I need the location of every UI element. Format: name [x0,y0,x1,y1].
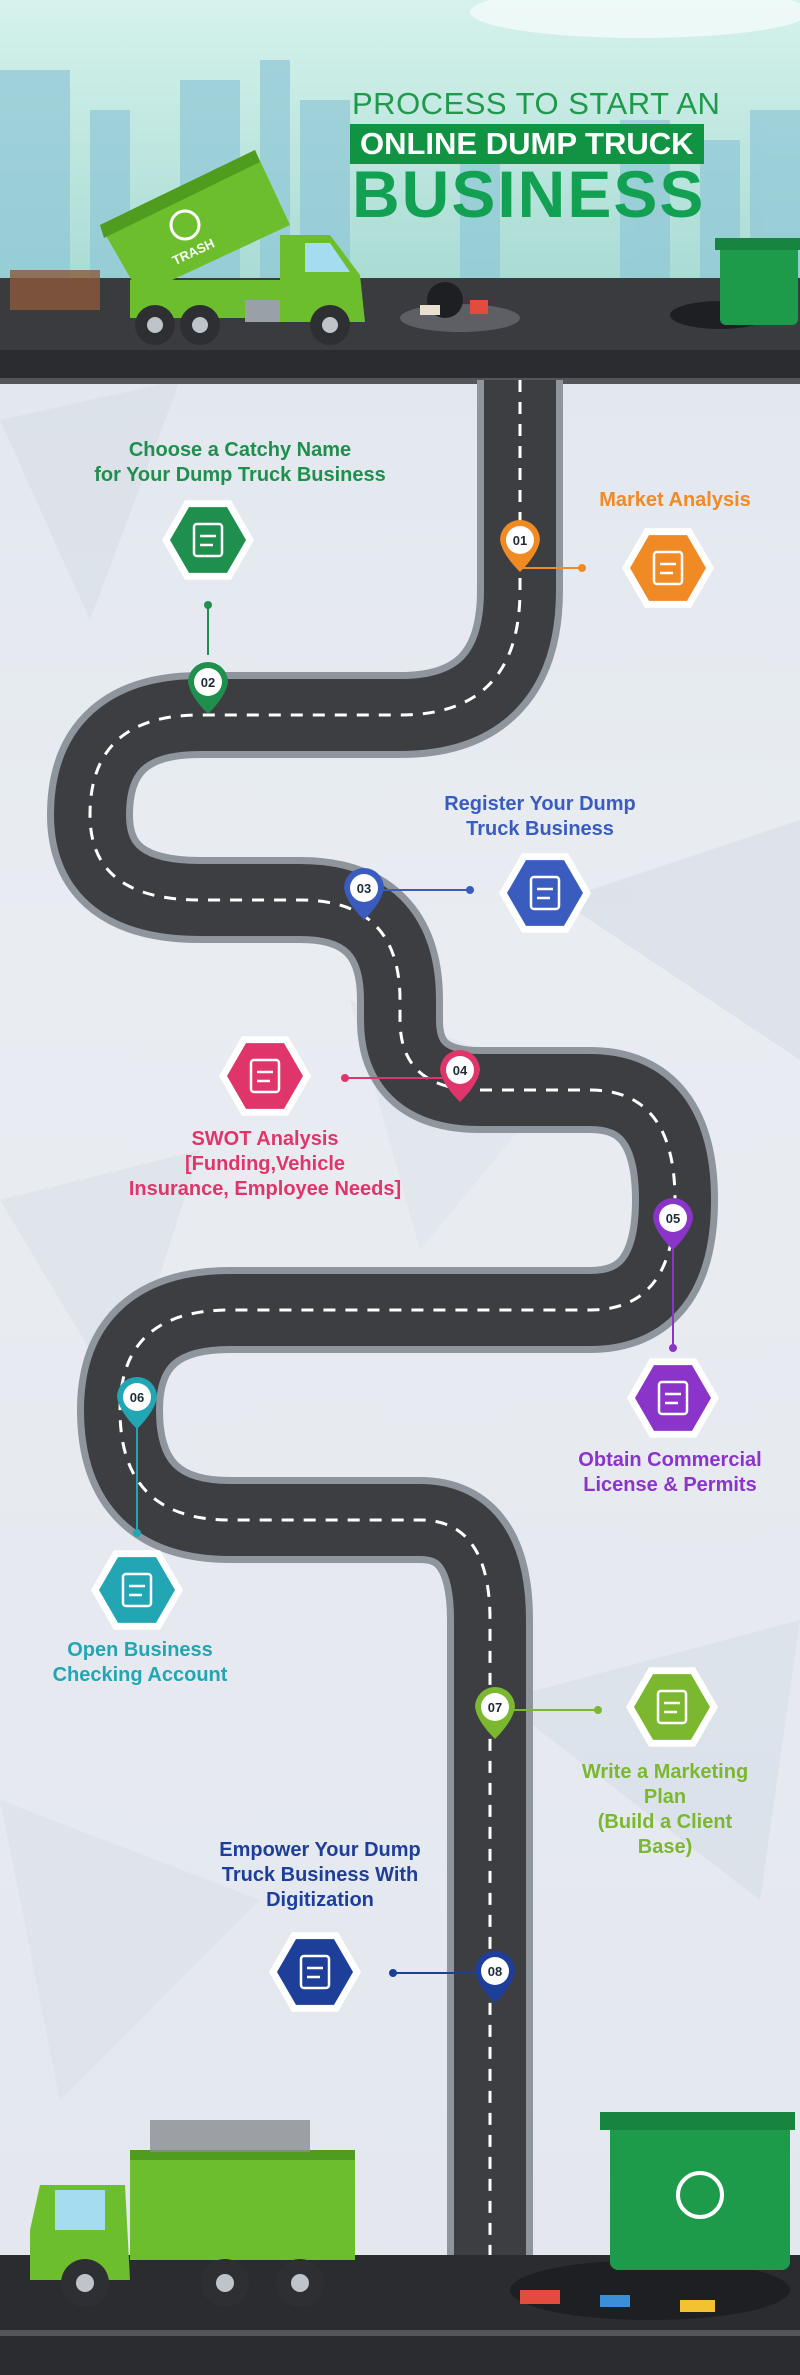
truck-cab [280,235,365,322]
step-3-label: Register Your Dump Truck Business [444,793,636,840]
dump-truck-bottom [30,2120,355,2307]
cloud [470,0,800,38]
clipboard-check-icon [499,853,591,933]
calculator-document-icon [91,1550,183,1630]
step-6-label: Open Business Checking Account [52,1639,228,1686]
step-7-connector-dot [594,1706,602,1714]
license-icon [627,1358,719,1438]
swot-icon [219,1036,311,1116]
step-7-pin: 07 [475,1687,515,1739]
step-6-pin: 06 [117,1377,157,1429]
step-8-connector-dot [389,1969,397,1977]
team-hands-icon [269,1932,361,2012]
step-1-number: 01 [513,533,527,548]
recycle-bin-top [720,245,798,325]
step-8-label: Empower Your Dump Truck Business With Di… [219,1839,421,1911]
truck-bed [100,150,290,295]
title-line-1: PROCESS TO START AN [352,86,721,121]
trash-pile-bottom [510,2112,795,2320]
step-1-connector-dot [578,564,586,572]
recycle-bin-bottom [610,2120,790,2270]
title-line-2: ONLINE DUMP TRUCK [350,124,704,164]
title-line-3: BUSINESS [352,157,706,231]
step-5-connector-dot [669,1344,677,1352]
dump-truck-top: TRASH [10,150,365,345]
step-4-number: 04 [453,1063,468,1078]
presentation-board-icon [626,1667,718,1747]
step-2-number: 02 [201,675,215,690]
step-5-label: Obtain Commercial License & Permits [578,1449,762,1496]
step-pins: 01 02 03 04 05 06 07 08 [117,520,693,2003]
step-4-label: SWOT Analysis [Funding,Vehicle Insurance… [128,1128,402,1200]
step-3-connector-dot [466,886,474,894]
step-2-pin: 02 [188,662,228,714]
step-6-number: 06 [130,1390,144,1405]
step-3-number: 03 [357,881,371,896]
step-icons [91,500,719,2012]
trash-pile-top [400,238,800,332]
step-7-number: 07 [488,1700,502,1715]
step-2-label: Choose a Catchy Name for Your Dump Truck… [94,439,386,486]
step-1-label: Market Analysis [599,489,751,511]
step-7-label: Write a Marketing Plan (Build a Client B… [581,1761,749,1858]
step-4-pin: 04 [440,1050,480,1102]
chart-analysis-icon [622,528,714,608]
checklist-search-icon [162,500,254,580]
recycle-icon [169,209,201,241]
step-3-pin: 03 [344,868,384,920]
step-8-pin: 08 [475,1951,515,2003]
step-1-pin: 01 [500,520,540,572]
step-8-number: 08 [488,1964,502,1979]
step-5-pin: 05 [653,1198,693,1250]
step-2-connector-dot [204,601,212,609]
step-6-connector-dot [133,1529,141,1537]
step-5-number: 05 [666,1211,680,1226]
winding-road [47,380,718,2300]
step-4-connector-dot [341,1074,349,1082]
